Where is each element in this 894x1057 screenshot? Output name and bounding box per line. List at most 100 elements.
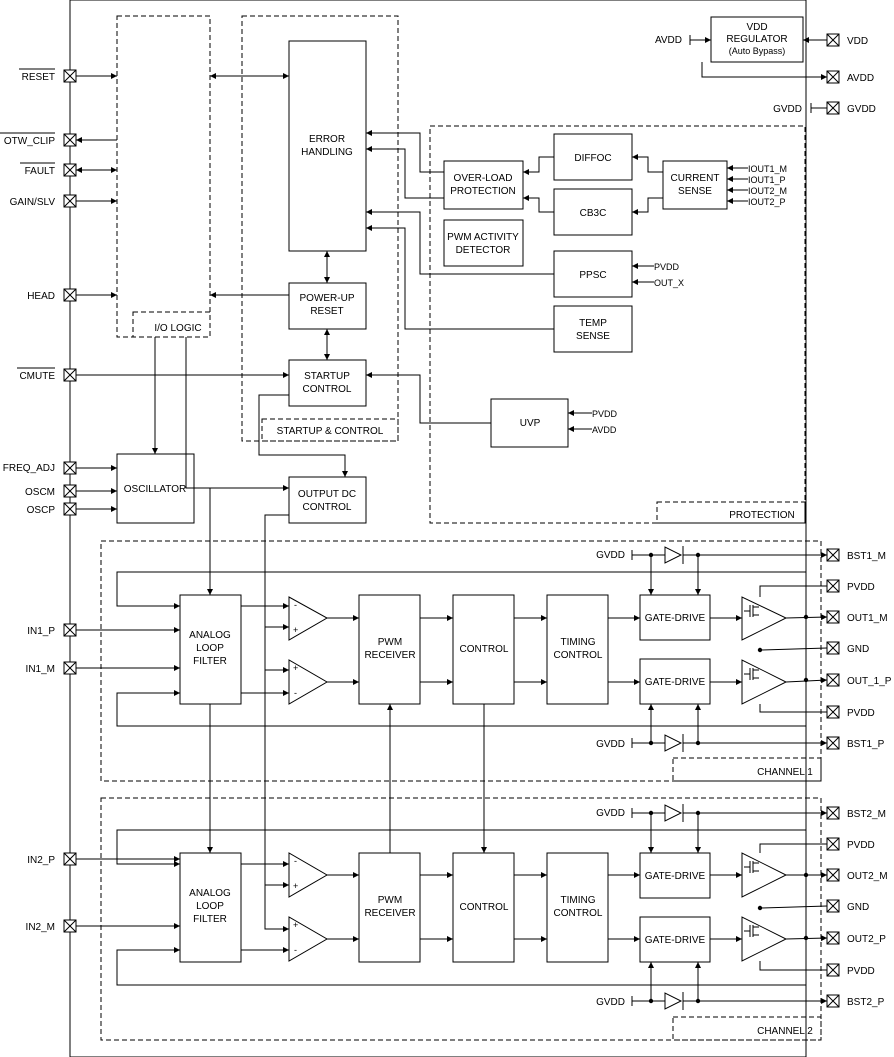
ppsc-label: PPSC xyxy=(579,270,606,281)
ch1-gd-bot-label: GATE-DRIVE xyxy=(645,677,706,688)
junction-dot xyxy=(695,552,701,558)
pin-bst1-p xyxy=(826,736,840,750)
ch2-comp-bot-minus: - xyxy=(294,945,297,955)
vdd-regulator-line1: VDD xyxy=(746,22,767,33)
bst2-m-diode xyxy=(664,804,683,822)
wire-94 xyxy=(116,938,807,986)
pin-label-vdd: VDD xyxy=(847,36,868,47)
ch2-timing-control-block xyxy=(546,852,609,963)
pin-out-1-p xyxy=(826,673,840,687)
label-ppsc-out-x: OUT_X xyxy=(654,278,684,288)
wire-39 xyxy=(264,627,289,888)
ch1-control-block xyxy=(452,594,515,705)
pin-out2-m xyxy=(826,868,840,882)
ch1-analog-loop-filter-block xyxy=(179,594,242,705)
power-up-reset-line1: POWER-UP xyxy=(300,293,355,304)
io-logic-label-box xyxy=(132,311,211,338)
junction-dot xyxy=(803,935,809,941)
channel2-label: CHANNEL 2 xyxy=(757,1026,813,1037)
wire-61 xyxy=(116,571,807,617)
label-gvdd-in: GVDD xyxy=(773,104,802,115)
ch1-timing-control-block xyxy=(546,594,609,705)
cb3c-block xyxy=(553,188,633,236)
ch1-comparator-bottom xyxy=(288,659,328,705)
wire-91 xyxy=(759,843,827,853)
ch1-pwm-line1: PWM xyxy=(378,637,402,648)
pin-boxes xyxy=(63,33,840,1008)
ch2-gate-drive-bottom xyxy=(639,916,711,963)
pin-label-bst2-p: BST2_P xyxy=(847,997,885,1008)
ch1-output-stage-top xyxy=(741,596,788,641)
current-sense-block xyxy=(662,160,728,210)
pin-label-in2-m: IN2_M xyxy=(26,922,55,933)
pin-fault xyxy=(63,163,77,177)
bst1-m-diode xyxy=(664,546,683,564)
pin-oscp xyxy=(63,502,77,516)
pin-label-gvdd: GVDD xyxy=(847,104,876,115)
pin-label-pvdd-2a: PVDD xyxy=(847,840,875,851)
wire-20 xyxy=(366,372,491,424)
startup-control-line1: STARTUP xyxy=(304,371,350,382)
wire-35 xyxy=(701,62,827,80)
pin-pvdd-2b xyxy=(826,963,840,977)
label-gvdd-bst2-m: GVDD xyxy=(596,808,625,819)
label-gvdd-bst1-m: GVDD xyxy=(596,550,625,561)
junction-dot xyxy=(648,810,654,816)
ch2-alf-line3: FILTER xyxy=(193,914,227,925)
ch1-alf-line2: LOOP xyxy=(196,643,224,654)
ch2-comp-top-plus: + xyxy=(293,881,298,891)
pin-label-in1-p: IN1_P xyxy=(27,626,55,637)
junction-dot xyxy=(803,872,809,878)
ch1-output-stage-bottom xyxy=(741,659,788,705)
wire-19 xyxy=(366,225,554,330)
startup-control-label-box xyxy=(261,418,399,442)
pwm-activity-detector-block xyxy=(443,219,524,267)
protection-region xyxy=(429,125,806,524)
pin-label-bst1-m: BST1_M xyxy=(847,551,886,562)
label-iout1-p: IOUT1_P xyxy=(748,175,786,185)
junction-dot xyxy=(695,998,701,1004)
wire-59 xyxy=(759,585,827,597)
current-sense-line2: SENSE xyxy=(678,186,712,197)
pin-label-gnd-1: GND xyxy=(847,644,869,655)
ch2-control-label: CONTROL xyxy=(460,902,509,913)
ch1-timing-line1: TIMING xyxy=(561,637,596,648)
ch2-output-stage-bottom xyxy=(741,916,788,962)
wire-24 xyxy=(632,197,663,215)
pin-label-cmute: CMUTE xyxy=(19,371,55,382)
uvp-label: UVP xyxy=(520,418,541,429)
ch1-comparator-top xyxy=(288,596,329,641)
startup-control-label: STARTUP & CONTROL xyxy=(277,426,384,437)
pin-label-otw-clip: OTW_CLIP xyxy=(4,136,55,147)
junction-dot xyxy=(757,647,763,653)
bst1-p-diode xyxy=(664,734,683,752)
ch2-alf-line1: ANALOG xyxy=(189,888,231,899)
output-dc-control-line2: CONTROL xyxy=(303,502,352,513)
startup-control-line2: CONTROL xyxy=(303,384,352,395)
pin-label-gnd-2: GND xyxy=(847,902,869,913)
wire-37 xyxy=(194,487,213,595)
wire-58 xyxy=(759,647,828,651)
pin-in2-p xyxy=(63,852,77,866)
pin-label-reset: RESET xyxy=(22,72,55,83)
label-gvdd-bst2-p: GVDD xyxy=(596,997,625,1008)
channel1-label-box xyxy=(672,757,822,782)
label-iout2-p: IOUT2_P xyxy=(748,197,786,207)
ppsc-block xyxy=(553,250,633,298)
wire-16 xyxy=(366,130,444,173)
junction-dot xyxy=(648,552,654,558)
wire-18 xyxy=(366,209,554,275)
pin-freq-adj xyxy=(63,461,77,475)
error-handling-line1: ERROR xyxy=(309,134,345,145)
fet-symbol xyxy=(744,668,759,680)
wire-23 xyxy=(632,154,663,173)
wire-15 xyxy=(258,394,348,477)
pin-bst1-m xyxy=(826,548,840,562)
label-iout1-m: IOUT1_M xyxy=(748,164,787,174)
ch2-pwm-line2: RECEIVER xyxy=(364,908,415,919)
wire-17 xyxy=(366,146,444,199)
pwm-activity-line1: PWM ACTIVITY xyxy=(447,232,519,243)
junction-dot xyxy=(757,905,763,911)
ch2-control-block xyxy=(452,852,515,963)
pin-label-oscp: OSCP xyxy=(27,505,56,516)
